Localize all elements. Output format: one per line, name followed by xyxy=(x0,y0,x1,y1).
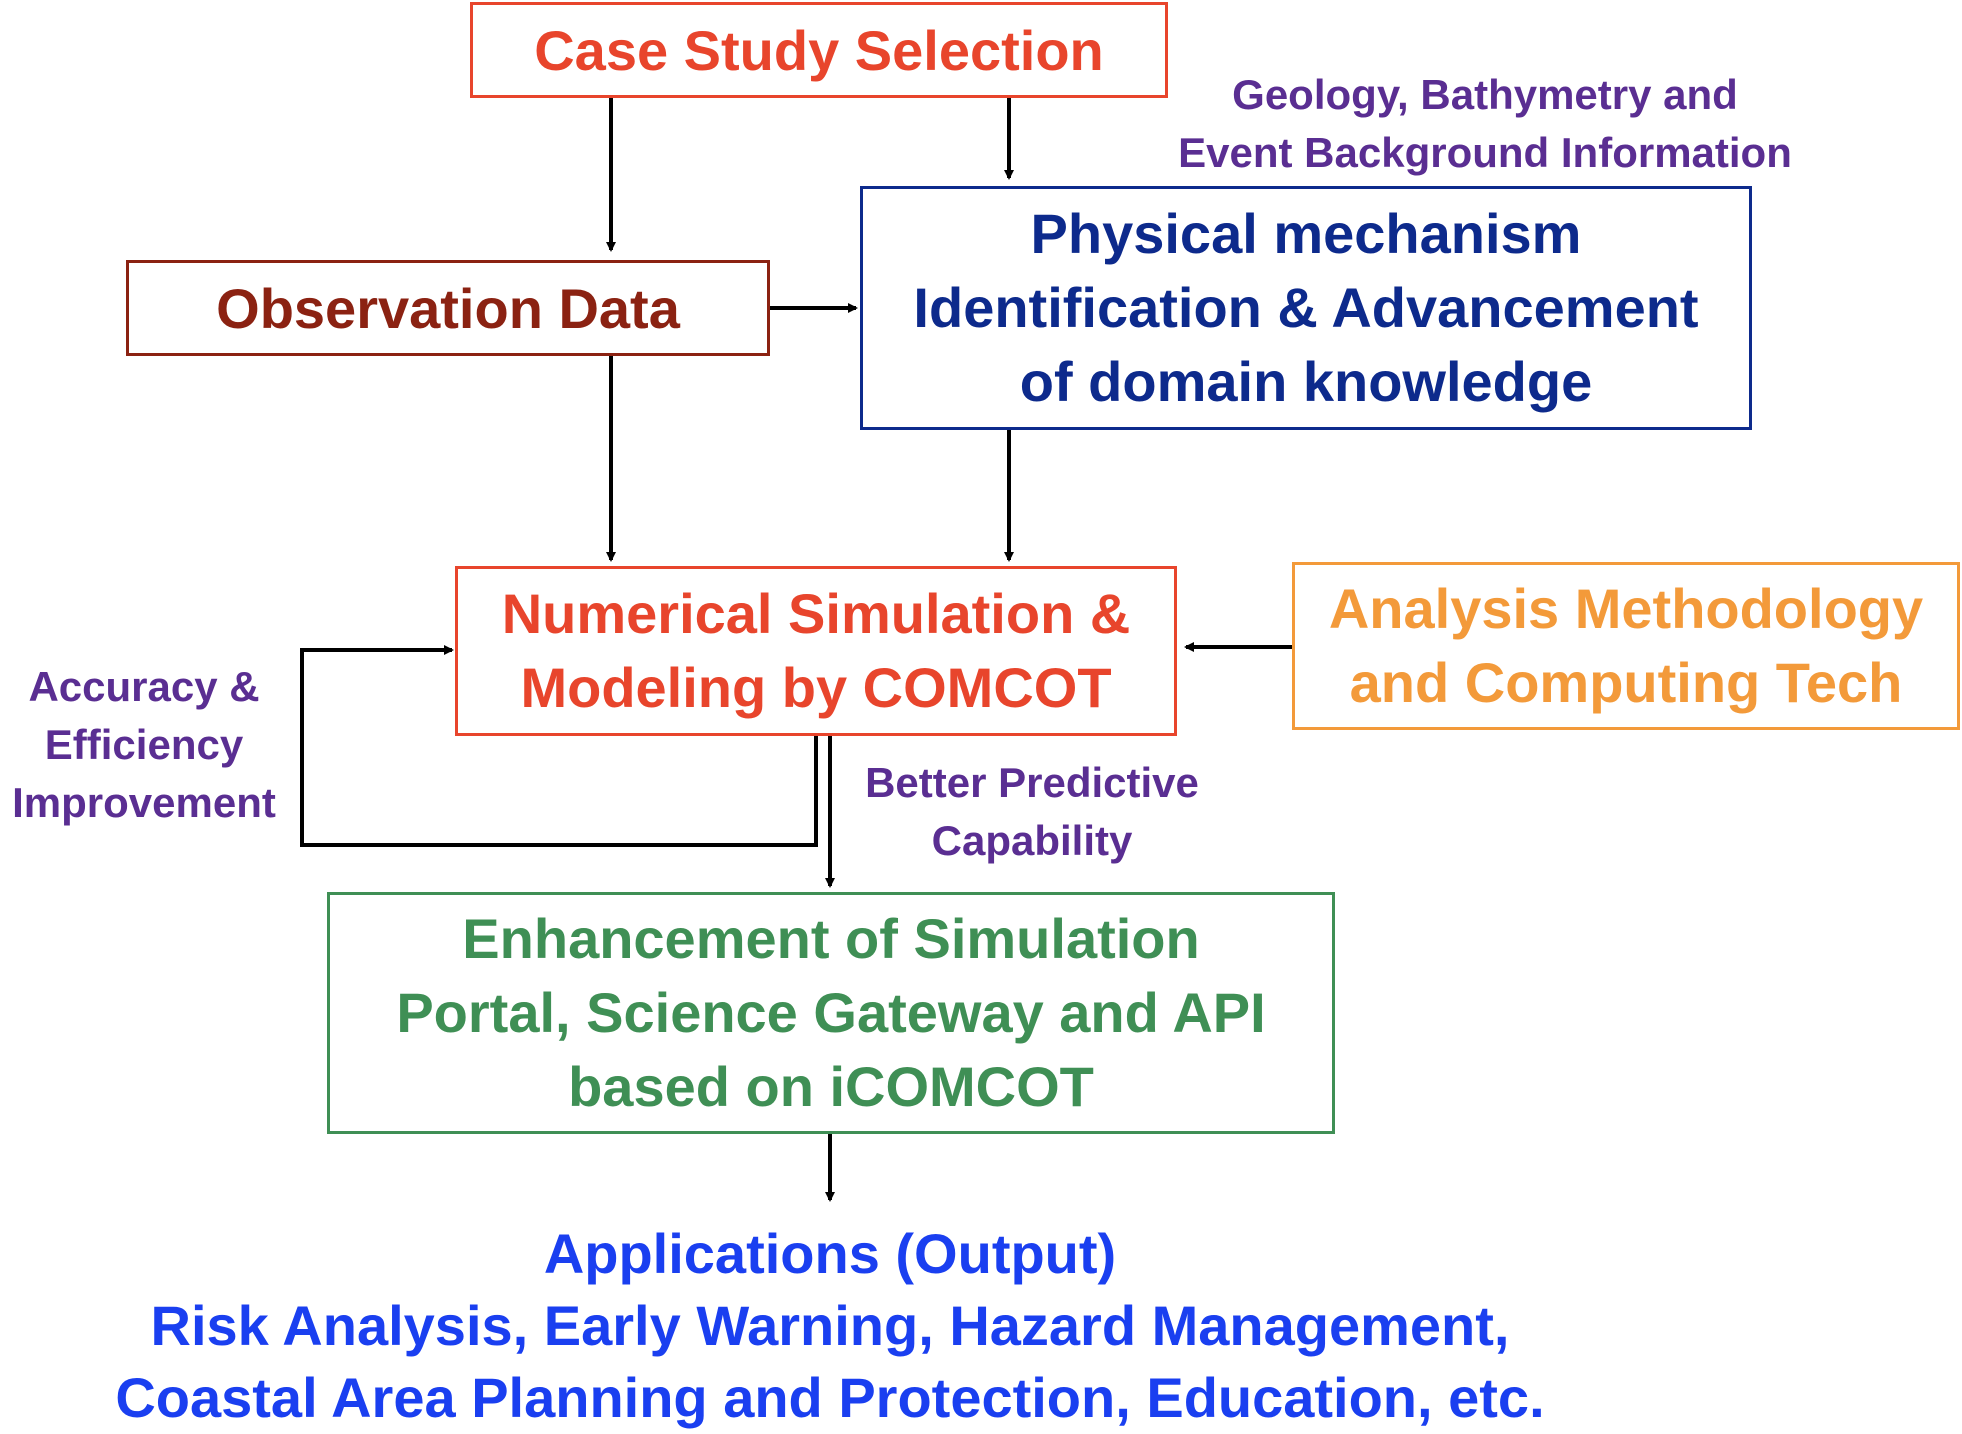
applications-line-2: Coastal Area Planning and Protection, Ed… xyxy=(115,1366,1545,1429)
accuracy-line-1: Accuracy & xyxy=(28,663,260,710)
predictive-annotation: Better Predictive Capability xyxy=(842,754,1222,870)
enhancement-line-3: based on iCOMCOT xyxy=(568,1055,1094,1118)
numerical-line-1: Numerical Simulation & xyxy=(501,582,1131,645)
observation-label: Observation Data xyxy=(216,276,680,340)
analysis-line-2: and Computing Tech xyxy=(1349,651,1903,714)
case-study-label: Case Study Selection xyxy=(534,18,1104,82)
enhancement-box: Enhancement of Simulation Portal, Scienc… xyxy=(327,892,1335,1134)
applications-line-1: Risk Analysis, Early Warning, Hazard Man… xyxy=(150,1294,1510,1357)
case-study-box: Case Study Selection xyxy=(470,2,1168,98)
physical-line-1: Physical mechanism xyxy=(1030,202,1582,265)
applications-block: Applications (Output) Risk Analysis, Ear… xyxy=(0,1218,1660,1434)
geology-annotation: Geology, Bathymetry and Event Background… xyxy=(1130,66,1840,182)
accuracy-annotation: Accuracy & Efficiency Improvement xyxy=(0,658,288,832)
physical-mechanism-box: Physical mechanism Identification & Adva… xyxy=(860,186,1752,430)
predictive-line-1: Better Predictive xyxy=(865,759,1199,806)
physical-line-2: Identification & Advancement xyxy=(913,276,1699,339)
predictive-line-2: Capability xyxy=(931,817,1133,864)
numerical-line-2: Modeling by COMCOT xyxy=(520,656,1112,719)
enhancement-line-1: Enhancement of Simulation xyxy=(462,907,1200,970)
numerical-simulation-box: Numerical Simulation & Modeling by COMCO… xyxy=(455,566,1177,736)
accuracy-line-3: Improvement xyxy=(12,779,276,826)
analysis-line-1: Analysis Methodology xyxy=(1328,577,1924,640)
geology-line-1: Geology, Bathymetry and xyxy=(1232,71,1738,118)
arrow-feedback-loop xyxy=(300,645,818,847)
applications-title: Applications (Output) xyxy=(543,1222,1117,1285)
accuracy-line-2: Efficiency xyxy=(44,721,244,768)
analysis-methodology-box: Analysis Methodology and Computing Tech xyxy=(1292,562,1960,730)
observation-box: Observation Data xyxy=(126,260,770,356)
geology-line-2: Event Background Information xyxy=(1178,129,1792,176)
physical-line-3: of domain knowledge xyxy=(1019,350,1593,413)
enhancement-line-2: Portal, Science Gateway and API xyxy=(396,981,1266,1044)
